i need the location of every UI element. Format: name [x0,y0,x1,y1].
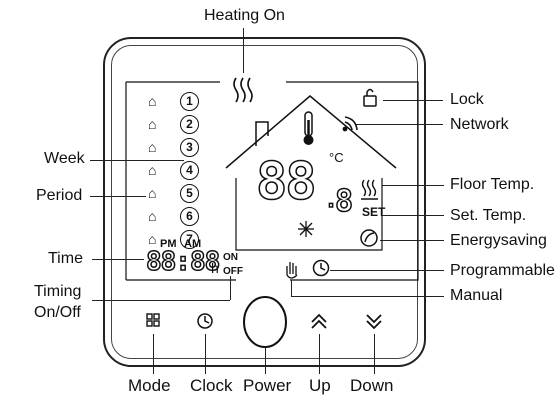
programmable-clock-icon [312,259,330,277]
label-clock: Clock [190,376,233,395]
week-number: 1 [180,92,199,111]
temperature-dot: . [324,187,338,213]
manual-leader-h [291,296,444,297]
programmable-leader [330,270,444,271]
label-up: Up [309,376,331,395]
timing-leader-h [92,300,230,301]
floor-temp-icon [361,179,378,200]
heating-on-leader [243,28,244,73]
heating-waves-icon [233,77,253,103]
time-hour-unit: h [211,260,219,276]
label-down: Down [350,376,394,395]
timing-leader-v [230,276,231,300]
power-leader [265,348,266,374]
house-period-icon: ⌂ [148,208,157,224]
week-number: 3 [180,138,199,157]
label-timing-line2: On/Off [34,304,81,321]
set-temp-leader [382,215,444,216]
thermometer-icon [303,111,314,145]
label-power: Power [243,376,292,395]
house-outline [225,95,397,169]
house-period-icon: ⌂ [148,162,157,178]
week-row-7: ⌂7 [140,230,204,250]
chimney [255,121,269,146]
week-row-6: ⌂6 [140,207,204,227]
week-number: 6 [180,207,199,226]
house-period-icon: ⌂ [148,116,157,132]
lock-icon [363,88,377,107]
house-period-icon: ⌂ [148,139,157,155]
house-period-icon: ⌂ [148,231,157,247]
snowflake-icon [298,221,314,237]
celsius-unit: °C [329,150,344,165]
clock-button-icon [197,313,213,329]
week-number: 4 [180,161,199,180]
temperature-digits: 88 [255,151,317,213]
label-period: Period [36,187,83,204]
label-week: Week [44,150,85,167]
am-indicator: AM [184,238,202,250]
label-timing-line1: Timing [34,283,82,300]
network-leader [356,124,443,125]
down-button-icon [366,314,382,330]
down-leader [374,334,375,374]
week-row-1: ⌂1 [140,92,204,112]
up-leader [319,334,320,374]
manual-hand-icon [286,262,298,279]
time-digits: 88:88 [145,246,221,278]
label-mode: Mode [128,376,171,395]
power-button [243,296,287,348]
house-period-icon: ⌂ [148,93,157,109]
set-indicator: SET [362,205,386,219]
label-floor-temp: Floor Temp. [450,176,535,193]
week-number: 5 [180,184,199,203]
label-heating-on: Heating On [204,7,285,24]
week-row-3: ⌂3 [140,138,204,158]
label-time: Time [48,250,83,267]
floor-temp-leader [382,185,444,186]
period-leader [90,196,146,197]
energysaving-leader [380,240,444,241]
pm-indicator: PM [160,238,177,250]
timing-on-indicator: ON [223,252,238,263]
label-set-temp: Set. Temp. [450,207,527,224]
clock-leader [205,334,206,374]
week-number: 2 [180,115,199,134]
mode-leader [153,334,154,374]
week-number: 7 [180,230,199,249]
label-lock: Lock [450,91,484,108]
week-row-4: ⌂4 [140,161,204,181]
network-icon [342,116,358,132]
label-manual: Manual [450,287,503,304]
device-frame [103,37,426,367]
time-leader [92,259,144,260]
house-period-icon: ⌂ [148,185,157,201]
label-programmable: Programmable [450,262,555,279]
week-leader [90,160,184,161]
week-row-2: ⌂2 [140,115,204,135]
temperature-decimal-digit: 8 [334,183,354,220]
lock-leader [383,100,443,101]
energysaving-icon [360,229,378,247]
week-row-5: ⌂5 [140,184,204,204]
up-button-icon [311,313,327,329]
timing-off-indicator: OFF [223,266,243,277]
manual-leader-v [291,280,292,296]
label-energysaving: Energysaving [450,232,547,249]
label-network: Network [450,116,509,133]
mode-button-icon [146,313,160,327]
